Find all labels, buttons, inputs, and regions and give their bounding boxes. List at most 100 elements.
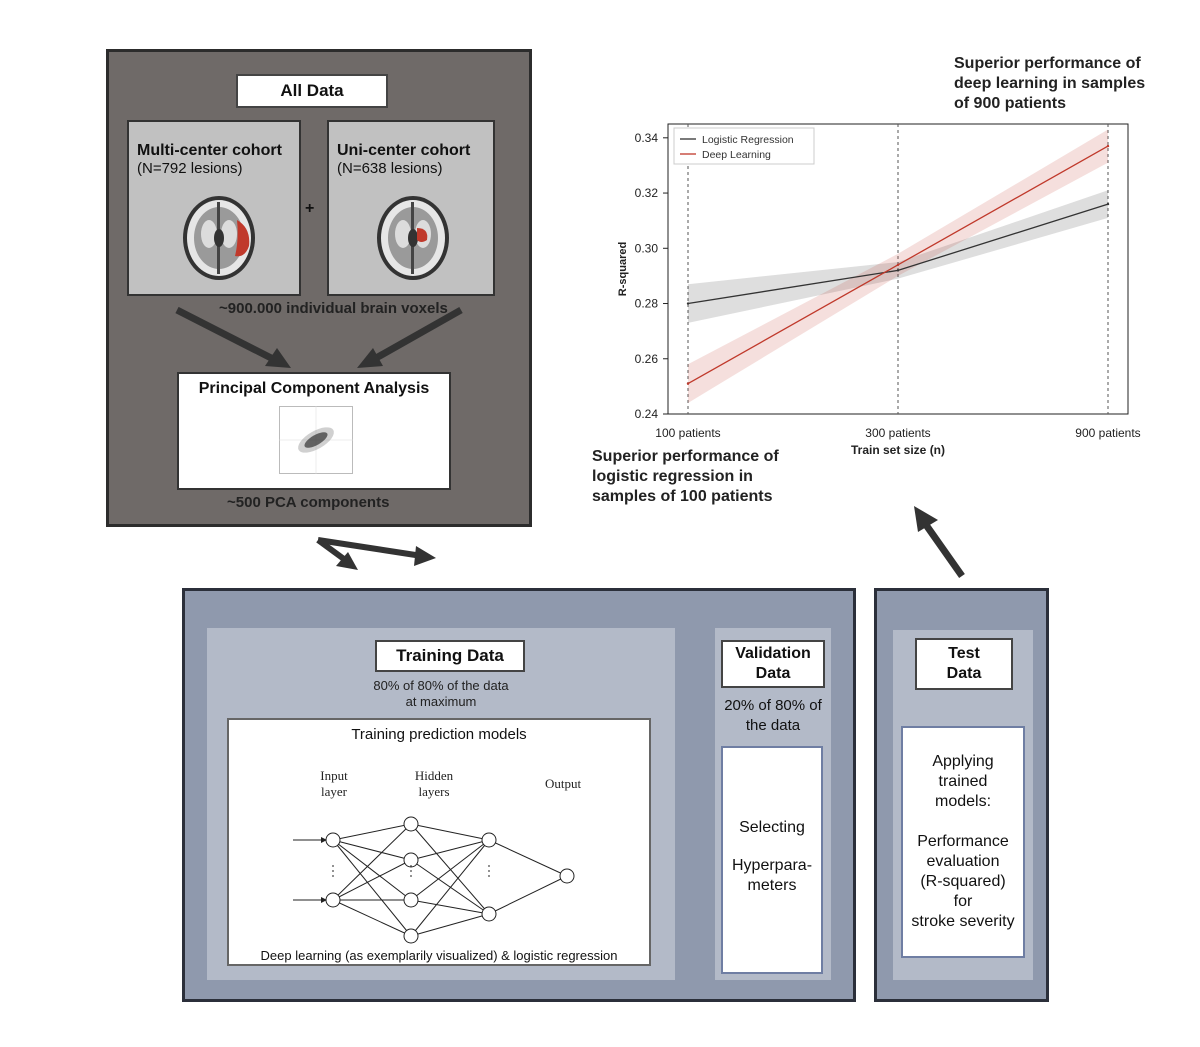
label-line: layer xyxy=(321,784,347,799)
plus-sign: + xyxy=(305,200,315,217)
nn-edge xyxy=(332,839,412,937)
nn-ellipsis-dot xyxy=(410,870,412,872)
nn-node xyxy=(403,892,419,908)
nn-node xyxy=(559,868,575,884)
task-line: Hyperpara- xyxy=(731,857,813,874)
nn-edge xyxy=(332,823,412,901)
nn-arrowhead xyxy=(321,837,327,843)
nn-edge xyxy=(410,839,490,861)
data-point xyxy=(1106,144,1110,148)
all-data-label: All Data xyxy=(236,74,388,108)
confidence-band xyxy=(688,190,1108,323)
task-line: Selecting xyxy=(739,819,805,836)
task-line: stroke severity xyxy=(911,913,1015,930)
nn-edge xyxy=(410,823,490,915)
nn-edge xyxy=(488,875,568,915)
nn-node xyxy=(481,906,497,922)
training-data-section: Training Data 80% of 80% of the data at … xyxy=(207,628,675,980)
output-label: Output xyxy=(544,776,582,791)
validation-data-label: Validation Data xyxy=(721,640,825,688)
cohort-title: Uni-center cohort xyxy=(337,142,471,159)
task-line: models: xyxy=(934,793,992,810)
merge-arrows xyxy=(175,306,463,368)
nn-node xyxy=(403,852,419,868)
scatter-thumbnail-icon xyxy=(279,406,353,474)
hidden-layers-label: Hidden layers xyxy=(403,768,465,800)
cohort-count: (N=792 lesions) xyxy=(137,160,243,177)
annotation-logistic-regression: Superior performance of logistic regress… xyxy=(592,447,812,507)
data-preprocessing-panel: All Data Multi-center cohort (N=792 lesi… xyxy=(106,49,532,527)
legend-label: Deep Learning xyxy=(702,149,771,161)
pca-title: Principal Component Analysis xyxy=(198,380,430,397)
uni-center-cohort-box: Uni-center cohort (N=638 lesions) xyxy=(327,120,495,296)
data-point xyxy=(896,269,900,272)
results-arrow xyxy=(914,506,965,579)
data-point xyxy=(896,263,900,267)
nn-edge xyxy=(332,839,412,901)
training-data-label: Training Data xyxy=(375,640,525,672)
nn-ellipsis-dot xyxy=(488,870,490,872)
label-line: Test xyxy=(948,645,980,662)
nn-ellipsis-dot xyxy=(410,865,412,867)
nn-edge xyxy=(410,839,490,937)
confidence-band xyxy=(688,129,1108,403)
validation-data-section: Validation Data 20% of 80% of the data S… xyxy=(715,628,831,980)
annotation-line: samples of 100 patients xyxy=(592,488,773,505)
task-line: trained xyxy=(938,773,988,790)
data-point xyxy=(686,382,690,385)
y-tick-label: 0.34 xyxy=(635,131,659,145)
input-layer-label: Input layer xyxy=(309,768,359,800)
evaluation-box: Applying trained models: Performance eva… xyxy=(901,726,1025,958)
training-data-desc: 80% of 80% of the data at maximum xyxy=(207,678,675,710)
nn-edge xyxy=(410,913,490,937)
task-line: meters xyxy=(747,877,797,894)
nn-ellipsis-dot xyxy=(332,875,334,877)
test-data-label: Test Data xyxy=(915,638,1013,690)
voxels-note: ~900.000 individual brain voxels xyxy=(219,300,448,317)
training-validation-panel: Training Data 80% of 80% of the data at … xyxy=(182,588,856,1002)
nn-edge xyxy=(332,839,412,861)
label-line: Data xyxy=(755,665,791,682)
hyperparameter-box: Selecting Hyperpara- meters xyxy=(721,746,823,974)
neural-network-box: Training prediction models Input layer H… xyxy=(227,718,651,966)
task-line: (R-squared) xyxy=(920,873,1006,890)
y-tick-label: 0.32 xyxy=(635,186,659,200)
task-line: for xyxy=(953,893,973,910)
annotation-deep-learning: Superior performance of deep learning in… xyxy=(954,54,1174,114)
annotation-line: logistic regression in xyxy=(592,468,753,485)
nn-edge xyxy=(410,899,490,915)
nn-ellipsis-dot xyxy=(488,865,490,867)
y-tick-label: 0.30 xyxy=(635,241,659,255)
task-line: Performance xyxy=(917,833,1009,850)
legend-label: Logistic Regression xyxy=(702,134,794,146)
desc-line: 80% of 80% of the data xyxy=(373,678,509,693)
pca-count: ~500 PCA components xyxy=(227,494,390,511)
data-point xyxy=(1106,202,1110,206)
nn-edge xyxy=(488,839,568,877)
pca-box: Principal Component Analysis xyxy=(177,372,451,490)
x-axis-label: Train set size (n) xyxy=(851,443,945,457)
nn-ellipsis-dot xyxy=(410,875,412,877)
cohort-title: Multi-center cohort xyxy=(137,142,282,159)
validation-task: Selecting Hyperpara- meters xyxy=(723,818,821,896)
nn-box-title: Training prediction models xyxy=(351,726,527,743)
annotation-line: of 900 patients xyxy=(954,95,1067,112)
nn-ellipsis-dot xyxy=(488,875,490,877)
label-line: layers xyxy=(418,784,450,799)
nn-edge xyxy=(410,839,490,901)
x-tick-label: 100 patients xyxy=(655,426,720,440)
multi-center-cohort-box: Multi-center cohort (N=792 lesions) xyxy=(127,120,301,296)
y-axis-label: R-squared xyxy=(617,242,629,296)
y-tick-label: 0.28 xyxy=(635,297,659,311)
validation-data-desc: 20% of 80% of the data xyxy=(715,696,831,736)
label-line: Data xyxy=(946,665,982,682)
nn-ellipsis-dot xyxy=(332,870,334,872)
desc-line: the data xyxy=(745,717,801,734)
nn-arrowhead xyxy=(321,897,327,903)
nn-edge xyxy=(410,859,490,915)
annotation-line: Superior performance of xyxy=(954,55,1141,72)
nn-edge xyxy=(332,899,412,937)
nn-node xyxy=(403,928,419,944)
